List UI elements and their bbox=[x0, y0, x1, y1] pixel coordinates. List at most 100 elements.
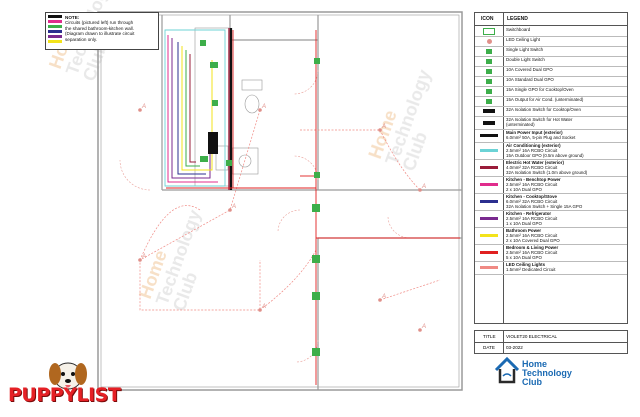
single-light-switch-icon bbox=[475, 46, 503, 56]
legend-line: (unterminated) bbox=[506, 122, 535, 128]
legend-swatch bbox=[480, 251, 498, 254]
led-lights-circuit-icon bbox=[475, 261, 503, 274]
legend-line: 2.5mm² 16A RCBO Circuit bbox=[506, 182, 558, 188]
switchboard-icon bbox=[475, 26, 503, 36]
legend-icon-header: ICON bbox=[481, 16, 494, 22]
legend-line: Main Power Input (exterior) bbox=[506, 130, 563, 135]
legend-line: Kitchen - Cooktop/Stove bbox=[506, 194, 557, 199]
legend-line: Bathroom Power bbox=[506, 228, 542, 233]
legend-line: Single Light Switch bbox=[506, 47, 544, 52]
legend-symbol bbox=[486, 68, 492, 74]
hot-water-circuit-icon bbox=[475, 159, 503, 176]
standard-dual-gpo-icon bbox=[475, 76, 503, 86]
light-markers: A A A A A A A A A bbox=[138, 104, 426, 332]
puppy-icon bbox=[49, 362, 87, 390]
isolation-switch-cooktop-icon bbox=[475, 106, 503, 116]
legend-line: LED Ceiling Lights bbox=[506, 262, 546, 267]
light-marker-label: A bbox=[421, 324, 426, 330]
home-technology-club-logo: Home Technology Club bbox=[494, 356, 604, 387]
legend-swatch bbox=[480, 183, 498, 186]
legend-text: 15A Output for Air Cond. (unterminated) bbox=[506, 97, 625, 102]
legend-row: Main Power Input (exterior)6.0mm² 50A, 5… bbox=[475, 129, 627, 143]
legend-line: Air Conditioning (exterior) bbox=[506, 143, 561, 148]
legend-row: 32A Isolation Switch for Cooktop/Oven bbox=[475, 106, 627, 117]
legend-line: Kitchen - Refrigerator bbox=[506, 211, 552, 216]
legend-line: 1 x 10A Dual GPO bbox=[506, 221, 542, 227]
legend-line: 1.5mm² Dedicated Circuit bbox=[506, 267, 556, 273]
legend-swatch bbox=[480, 134, 498, 137]
door-swings bbox=[119, 69, 411, 363]
legend-line: 6.0mm² 32A RCBO Circuit bbox=[506, 199, 558, 205]
light-marker-label: A bbox=[261, 104, 266, 110]
legend-text: 10A Standard Dual GPO bbox=[506, 77, 625, 82]
legend-row: Switchboard bbox=[475, 26, 627, 37]
legend-text: Single Light Switch bbox=[506, 47, 625, 52]
legend-line: 2.5mm² 16A RCBO Circuit bbox=[506, 233, 558, 239]
legend-swatch bbox=[480, 266, 498, 269]
legend-swatch bbox=[480, 149, 498, 152]
note-swatch-green bbox=[48, 25, 62, 28]
kitchen-benchtop-circuit-icon bbox=[475, 176, 503, 193]
note-line: Circuits (pictured left) run through bbox=[65, 20, 134, 26]
title-block: TITLE VIOLET20 ELECTRICAL DATE 03-2022 bbox=[474, 330, 628, 354]
puppylist-wordmark: PUPPYLIST bbox=[8, 384, 121, 406]
legend-row: Electric Hot Water (exterior)4.0mm² 32A … bbox=[475, 159, 627, 177]
date-row: DATE 03-2022 bbox=[475, 342, 627, 353]
legend-line: 2.5mm² 16A RCBO Circuit bbox=[506, 216, 558, 222]
legend-text: LED Ceiling Light bbox=[506, 37, 625, 42]
bedroom-living-circuit-icon bbox=[475, 244, 503, 261]
single-gpo-cooktop-icon bbox=[475, 86, 503, 96]
legend-symbol bbox=[486, 88, 492, 94]
legend-symbol bbox=[486, 78, 492, 84]
legend-line: Bedroom & Living Power bbox=[506, 245, 559, 250]
legend-text: Switchboard bbox=[506, 27, 625, 32]
note-heading: NOTE: bbox=[65, 15, 80, 20]
note-swatch-purple bbox=[48, 35, 62, 38]
devices bbox=[200, 40, 320, 356]
title-divider bbox=[503, 331, 504, 353]
legend-line: 32A Isolation Switch for Cooktop/Oven bbox=[506, 107, 581, 112]
house-logo-icon bbox=[494, 356, 520, 384]
legend-text: 15A Single GPO for Cooktop/Oven bbox=[506, 87, 625, 92]
legend-line: Switchboard bbox=[506, 27, 531, 32]
note-line: the shared bathroom-kitchen wall. bbox=[65, 25, 134, 31]
legend-row: 10A Standard Dual GPO bbox=[475, 76, 627, 87]
legend-text: Main Power Input (exterior)6.0mm² 50A, 5… bbox=[506, 130, 625, 140]
note-swatch-yellow bbox=[48, 40, 62, 43]
legend-line: 32A Isolation Switch (1.0m above ground) bbox=[506, 170, 588, 176]
legend-line: 6.0mm² 50A, 5-pin Plug and Socket bbox=[506, 135, 576, 141]
note-swatch-magenta bbox=[48, 20, 62, 23]
legend-line: 4.0mm² 32A RCBO Circuit bbox=[506, 165, 558, 171]
legend-symbol bbox=[483, 109, 495, 113]
covered-dual-gpo-icon bbox=[475, 66, 503, 76]
lighting-circuit bbox=[139, 109, 441, 311]
legend-header: ICON LEGEND bbox=[475, 13, 627, 26]
legend-row: Single Light Switch bbox=[475, 46, 627, 57]
legend-line: 2 x 10A Dual GPO bbox=[506, 187, 542, 193]
legend-line: 32A Isolation Switch for Hot Water bbox=[506, 117, 573, 122]
note-text: NOTE: Circuits (pictured left) run throu… bbox=[65, 15, 156, 42]
legend-swatch bbox=[480, 166, 498, 169]
legend-symbol bbox=[486, 58, 492, 64]
legend-line: 15A Output for Air Cond. (unterminated) bbox=[506, 97, 584, 102]
aircon-output-icon bbox=[475, 96, 503, 106]
legend-text: Air Conditioning (exterior)2.5mm² 16A RC… bbox=[506, 143, 625, 159]
legend-symbol bbox=[486, 98, 492, 104]
bathroom-circuit-icon bbox=[475, 227, 503, 244]
light-marker-label: A bbox=[381, 124, 386, 130]
note-line: separation only. bbox=[65, 36, 98, 42]
legend-title: LEGEND bbox=[507, 16, 528, 22]
walls bbox=[97, 11, 463, 391]
legend-text: 32A Isolation Switch for Cooktop/Oven bbox=[506, 107, 625, 112]
legend-swatch bbox=[480, 217, 498, 220]
legend-line: 2.5mm² 16A RCBO Circuit bbox=[506, 148, 558, 154]
legend-divider bbox=[503, 13, 504, 323]
legend-symbol bbox=[486, 48, 492, 54]
legend-text: 10A Covered Dual GPO bbox=[506, 67, 625, 72]
